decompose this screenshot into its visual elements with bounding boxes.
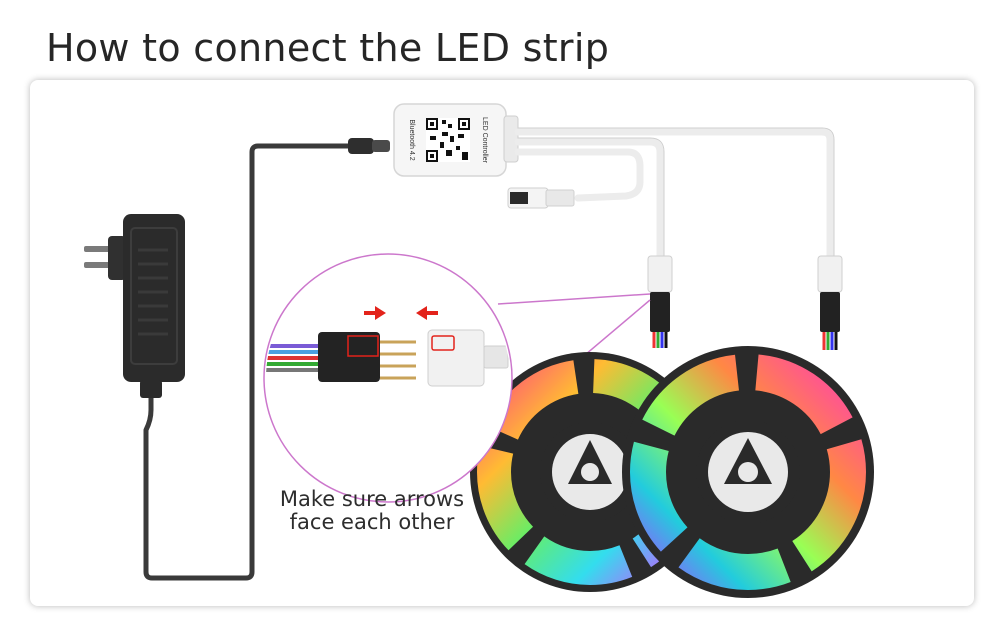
instruction-caption: Make sure arrows face each other: [250, 488, 494, 534]
strip-connector-2: [817, 255, 843, 350]
strip-connector-1: [647, 255, 673, 348]
caption-line-1: Make sure arrows: [279, 487, 465, 511]
controller-label-name: LED Controller: [481, 117, 488, 164]
arrow-left-icon: [416, 306, 438, 320]
led-reel-icon: [622, 346, 874, 598]
connector-closeup: [266, 329, 509, 387]
page-title: How to connect the LED strip: [46, 26, 610, 70]
power-cable: [143, 143, 350, 581]
controller-label-bluetooth: Bluetooth 4.2: [408, 119, 415, 160]
arrow-right-icon: [364, 306, 386, 320]
power-adapter-icon: [84, 214, 185, 398]
caption-line-2: face each other: [289, 510, 455, 534]
controller-icon: Bluetooth 4.2 LED Controller: [393, 103, 519, 177]
